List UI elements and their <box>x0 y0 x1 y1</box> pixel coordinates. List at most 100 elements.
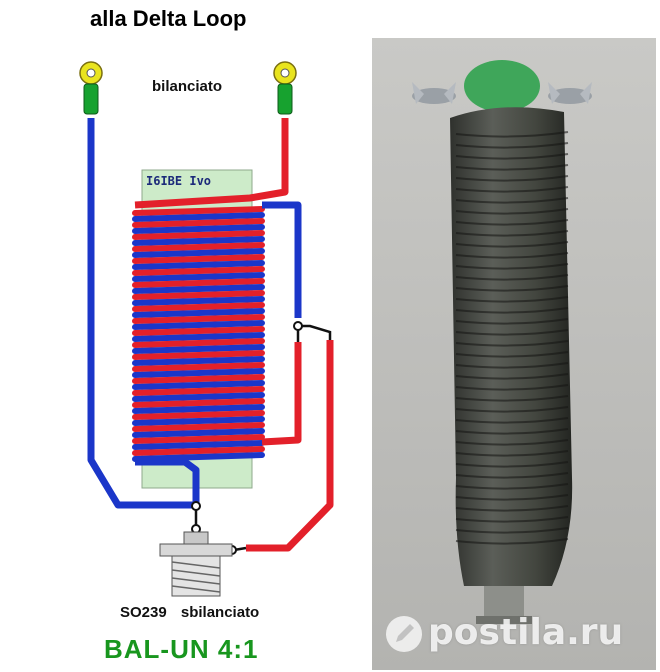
balun-schematic <box>79 61 334 597</box>
coil-winding-blue <box>132 320 265 330</box>
coil-winding-blue <box>132 272 265 282</box>
so239-connector-icon <box>159 531 233 597</box>
coil-winding-red <box>132 434 265 444</box>
red-coil-exit <box>261 342 302 446</box>
coil-winding-red <box>132 338 265 348</box>
coil-winding-red <box>132 302 265 312</box>
photo-winding-rib <box>455 252 569 259</box>
coil-winding-red <box>132 278 265 288</box>
author-label: I6IBE Ivo <box>146 174 212 188</box>
photo-winding-rib <box>455 274 569 281</box>
terminal-right-icon <box>273 61 297 115</box>
photo-winding-rib <box>455 406 569 413</box>
blue-coil-exit <box>262 201 302 318</box>
coil-winding-blue <box>132 392 265 402</box>
coil-winding-blue <box>132 284 265 294</box>
photo-winding-rib <box>455 483 569 490</box>
photo-winding-rib <box>455 439 569 446</box>
connector-label: SO239 sbilanciato <box>120 604 260 621</box>
junction-node-bottom <box>191 501 201 511</box>
watermark-text: postila.ru <box>428 612 624 653</box>
red-lead-right <box>134 118 289 209</box>
photo-winding-rib <box>455 153 569 160</box>
photo-winding-rib <box>455 197 569 204</box>
photo-winding-rib <box>455 285 569 292</box>
photo-winding-rib <box>455 472 569 479</box>
diagram-title: alla Delta Loop <box>90 6 247 31</box>
photo-windings <box>455 131 569 545</box>
coil-winding-red <box>132 218 265 228</box>
photo-winding-rib <box>455 175 569 182</box>
coil-winding-blue <box>132 308 265 318</box>
balanced-label: bilanciato <box>152 78 223 95</box>
coil-winding-red <box>132 410 265 420</box>
photo-winding-rib <box>455 230 569 237</box>
photo-winding-rib <box>455 208 569 215</box>
coil-winding-red <box>132 398 265 408</box>
photo-winding-rib <box>455 461 569 468</box>
photo-winding-rib <box>455 329 569 336</box>
photo-wing-nut-right-icon <box>548 82 592 104</box>
photo-winding-rib <box>455 296 569 303</box>
coil-winding-blue <box>132 296 265 306</box>
coil-winding-blue <box>132 212 265 222</box>
photo-winding-rib <box>455 263 569 270</box>
coil-winding-blue <box>132 248 265 258</box>
photo-wing-nut-left-icon <box>412 82 456 104</box>
coil-winding-blue <box>132 344 265 354</box>
coil-winding-red <box>132 206 265 216</box>
photo-winding-rib <box>455 450 569 457</box>
photo-winding-rib <box>455 373 569 380</box>
photo-winding-rib <box>455 340 569 347</box>
coil-winding-red <box>132 266 265 276</box>
balun-photo <box>372 38 656 670</box>
photo-winding-rib <box>455 505 569 512</box>
coil-winding-blue <box>132 356 265 366</box>
coil-winding-red <box>132 362 265 372</box>
coil-winding-red <box>132 290 265 300</box>
coil-winding-red <box>132 326 265 336</box>
coil-winding-blue <box>132 368 265 378</box>
coil-winding-blue <box>132 380 265 390</box>
coil-winding-red <box>132 350 265 360</box>
photo-winding-rib <box>455 241 569 248</box>
coil-winding-red <box>132 242 265 252</box>
terminal-left-icon <box>79 61 103 115</box>
blue-lead-left <box>87 118 196 509</box>
blue-coil-bottom <box>135 458 200 505</box>
coil-winding-blue <box>132 332 265 342</box>
photo-winding-rib <box>455 428 569 435</box>
photo-winding-rib <box>455 351 569 358</box>
photo-winding-rib <box>455 164 569 171</box>
coil-winding-red <box>132 446 265 456</box>
photo-winding-rib <box>455 516 569 523</box>
photo-winding-rib <box>455 307 569 314</box>
photo-winding-rib <box>455 219 569 226</box>
coil-winding-blue <box>132 416 265 426</box>
junction-node-mid <box>293 321 303 331</box>
photo-winding-rib <box>455 494 569 501</box>
coil-windings <box>132 206 265 462</box>
coil-winding-red <box>132 422 265 432</box>
coil-winding-red <box>132 230 265 240</box>
photo-winding-rib <box>455 384 569 391</box>
coil-winding-red <box>132 314 265 324</box>
coil-winding-blue <box>132 440 265 450</box>
photo-winding-rib <box>455 395 569 402</box>
coil-winding-red <box>132 374 265 384</box>
photo-winding-rib <box>455 131 569 138</box>
photo-winding-rib <box>455 142 569 149</box>
photo-winding-rib <box>455 538 569 545</box>
junction-wire-mid <box>298 324 332 340</box>
photo-winding-rib <box>455 318 569 325</box>
red-lead-to-connector <box>246 340 334 552</box>
photo-winding-rib <box>455 186 569 193</box>
photo-winding-rib <box>455 527 569 534</box>
coil-winding-blue <box>132 404 265 414</box>
coil-winding-blue <box>132 452 265 462</box>
coil-winding-red <box>132 386 265 396</box>
coil-winding-blue <box>132 236 265 246</box>
coil-winding-red <box>132 254 265 264</box>
photo-winding-rib <box>455 417 569 424</box>
coil-winding-blue <box>132 224 265 234</box>
